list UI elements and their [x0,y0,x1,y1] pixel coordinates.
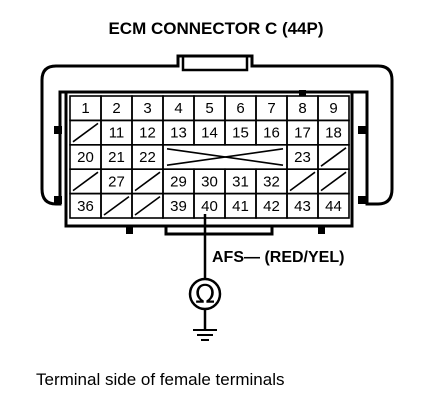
unused-pin-mark [103,195,130,216]
pin-label-6: 6 [236,100,244,117]
pin-label-8: 8 [298,100,306,117]
left-nub-upper [54,126,62,134]
bottom-key [164,226,274,236]
pin-label-32: 32 [263,173,280,190]
pin-label-5: 5 [205,100,213,117]
pin-label-15: 15 [232,125,249,142]
unused-pin-mark [320,147,347,167]
unused-pin-mark [72,122,99,143]
connector-body [64,90,354,228]
signal-label: AFS— (RED/YEL) [212,249,344,266]
unused-pin-mark [289,171,316,192]
pin-label-43: 43 [294,198,311,215]
pin-label-18: 18 [325,125,342,142]
unused-pin-mark [320,171,347,192]
right-nub-lower [358,196,366,204]
pin-cell [317,192,350,219]
pin-label-17: 17 [294,125,311,142]
ground-icon [193,329,217,341]
pin-label-4: 4 [174,100,182,117]
pin-label-40: 40 [201,198,218,215]
pin-label-11: 11 [109,125,125,142]
right-nub-upper [358,126,366,134]
pin-label-30: 30 [201,173,218,190]
diagram-title: ECM CONNECTOR C (44P) [108,19,323,38]
unused-pin-mark [134,195,161,216]
pin-label-39: 39 [170,198,187,215]
pin-label-1: 1 [81,100,89,117]
pin-label-20: 20 [77,149,94,166]
pin-label-44: 44 [325,198,342,215]
pin-label-7: 7 [267,100,275,117]
pin-label-2: 2 [112,100,120,117]
pin-label-14: 14 [201,125,218,142]
pin-label-21: 21 [108,149,125,166]
pin-label-29: 29 [170,173,187,190]
pin-label-13: 13 [170,125,187,142]
blank-zone [162,144,288,171]
pin-label-9: 9 [329,100,337,117]
latch-tab [181,54,249,72]
unused-pin-mark [134,171,161,192]
left-nub-lower [54,196,62,204]
ohm-symbol: Ω [195,280,215,310]
pin-label-41: 41 [232,198,249,215]
blank-zone-cross [166,148,284,166]
pin-label-16: 16 [263,125,280,142]
bottom-nub-left [126,226,133,234]
pin-label-27: 27 [108,173,125,190]
pin-label-12: 12 [139,125,156,142]
pin-label-3: 3 [143,100,151,117]
pin-label-22: 22 [139,149,156,166]
connector-housing [40,54,394,206]
pin-label-23: 23 [294,149,311,166]
pin-label-31: 31 [232,173,249,190]
top-nub-right [299,90,306,96]
pin-label-36: 36 [77,198,94,215]
unused-pin-mark [72,171,99,192]
bottom-nub-right [318,226,325,234]
pin-label-42: 42 [263,198,280,215]
diagram-caption: Terminal side of female terminals [36,370,284,389]
